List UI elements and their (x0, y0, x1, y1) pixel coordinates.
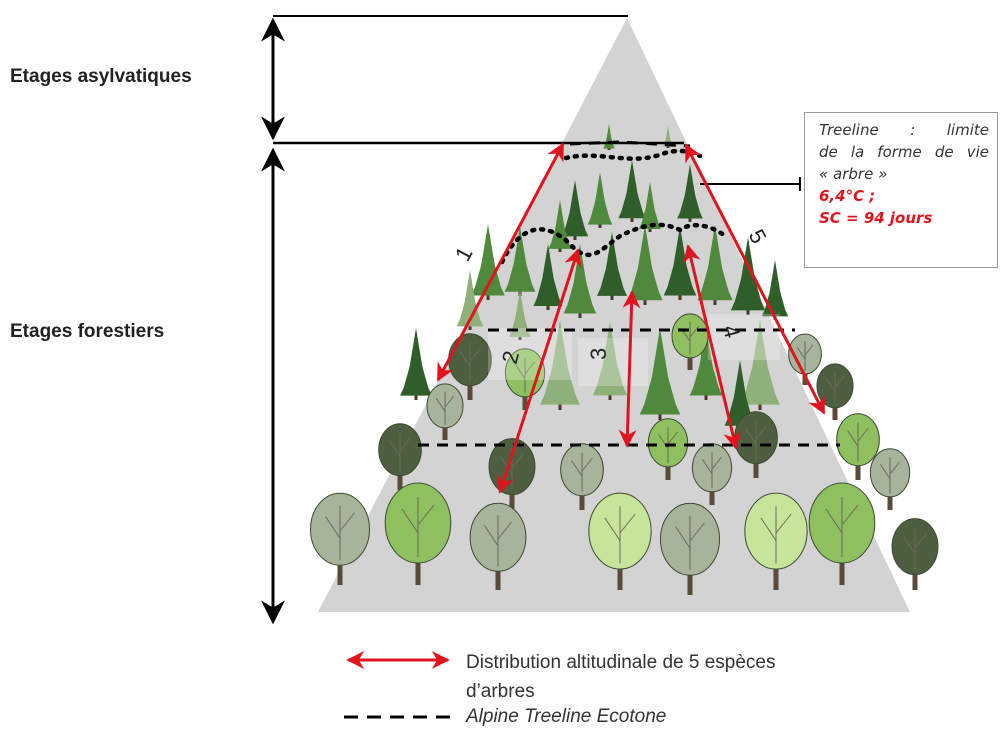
deciduous-tree (808, 482, 876, 585)
info-line-1: Treeline : limite (819, 121, 989, 139)
mountain-triangle (318, 18, 910, 612)
conifer-tree (761, 260, 789, 320)
legend-ecotone: Alpine Treeline Ecotone (466, 706, 667, 727)
deciduous-tree (378, 423, 422, 490)
conifer-tree (638, 182, 662, 232)
deciduous-tree (426, 383, 464, 440)
info-line-3: « arbre » (819, 165, 888, 183)
species-arrow-2 (496, 248, 582, 494)
legend-distribution: Distribution altitudinale de 5 espèces d… (466, 648, 775, 706)
deciduous-tree (384, 482, 452, 585)
dashed-treeline-top (569, 140, 691, 148)
info-snow-cover: SC = 94 jours (819, 209, 933, 227)
deciduous-tree (588, 492, 652, 590)
species-number-3: 3 (586, 348, 611, 360)
band-box-4 (708, 314, 780, 360)
deciduous-tree (836, 413, 880, 480)
conifer-tree (587, 172, 613, 228)
conifer-tree (618, 160, 646, 222)
info-line-2: de la forme de vie (819, 143, 989, 161)
deciduous-tree (309, 492, 371, 585)
band-box-3 (578, 338, 648, 386)
deciduous-tree (744, 492, 808, 590)
species-arrows (436, 142, 826, 494)
deciduous-tree (659, 502, 721, 595)
conifer-tree (597, 232, 627, 300)
deciduous-tree (891, 518, 939, 590)
legend-distribution-line2: d’arbres (466, 681, 535, 702)
label-forest-stages: Etages forestiers (10, 321, 165, 342)
species-arrow-5 (684, 143, 826, 415)
conifer-tree (561, 180, 589, 240)
species-number-5: 5 (744, 225, 772, 248)
info-temperature: 6,4°C ; (819, 187, 876, 205)
deciduous-tree (869, 448, 911, 510)
label-asylvatic-stages: Etages asylvatiques (10, 66, 192, 87)
conifer-tree (400, 328, 432, 400)
species-number-1: 1 (450, 243, 478, 266)
conifer-tree (639, 328, 681, 420)
legend-distribution-line1: Distribution altitudinale de 5 espèces (466, 652, 776, 673)
treeline-info-box: Treeline : limite de la forme de vie « a… (804, 112, 998, 268)
deciduous-tree (469, 502, 527, 590)
species-arrow-3 (618, 290, 641, 448)
conifer-tree (627, 225, 663, 305)
deciduous-tree (691, 443, 733, 505)
